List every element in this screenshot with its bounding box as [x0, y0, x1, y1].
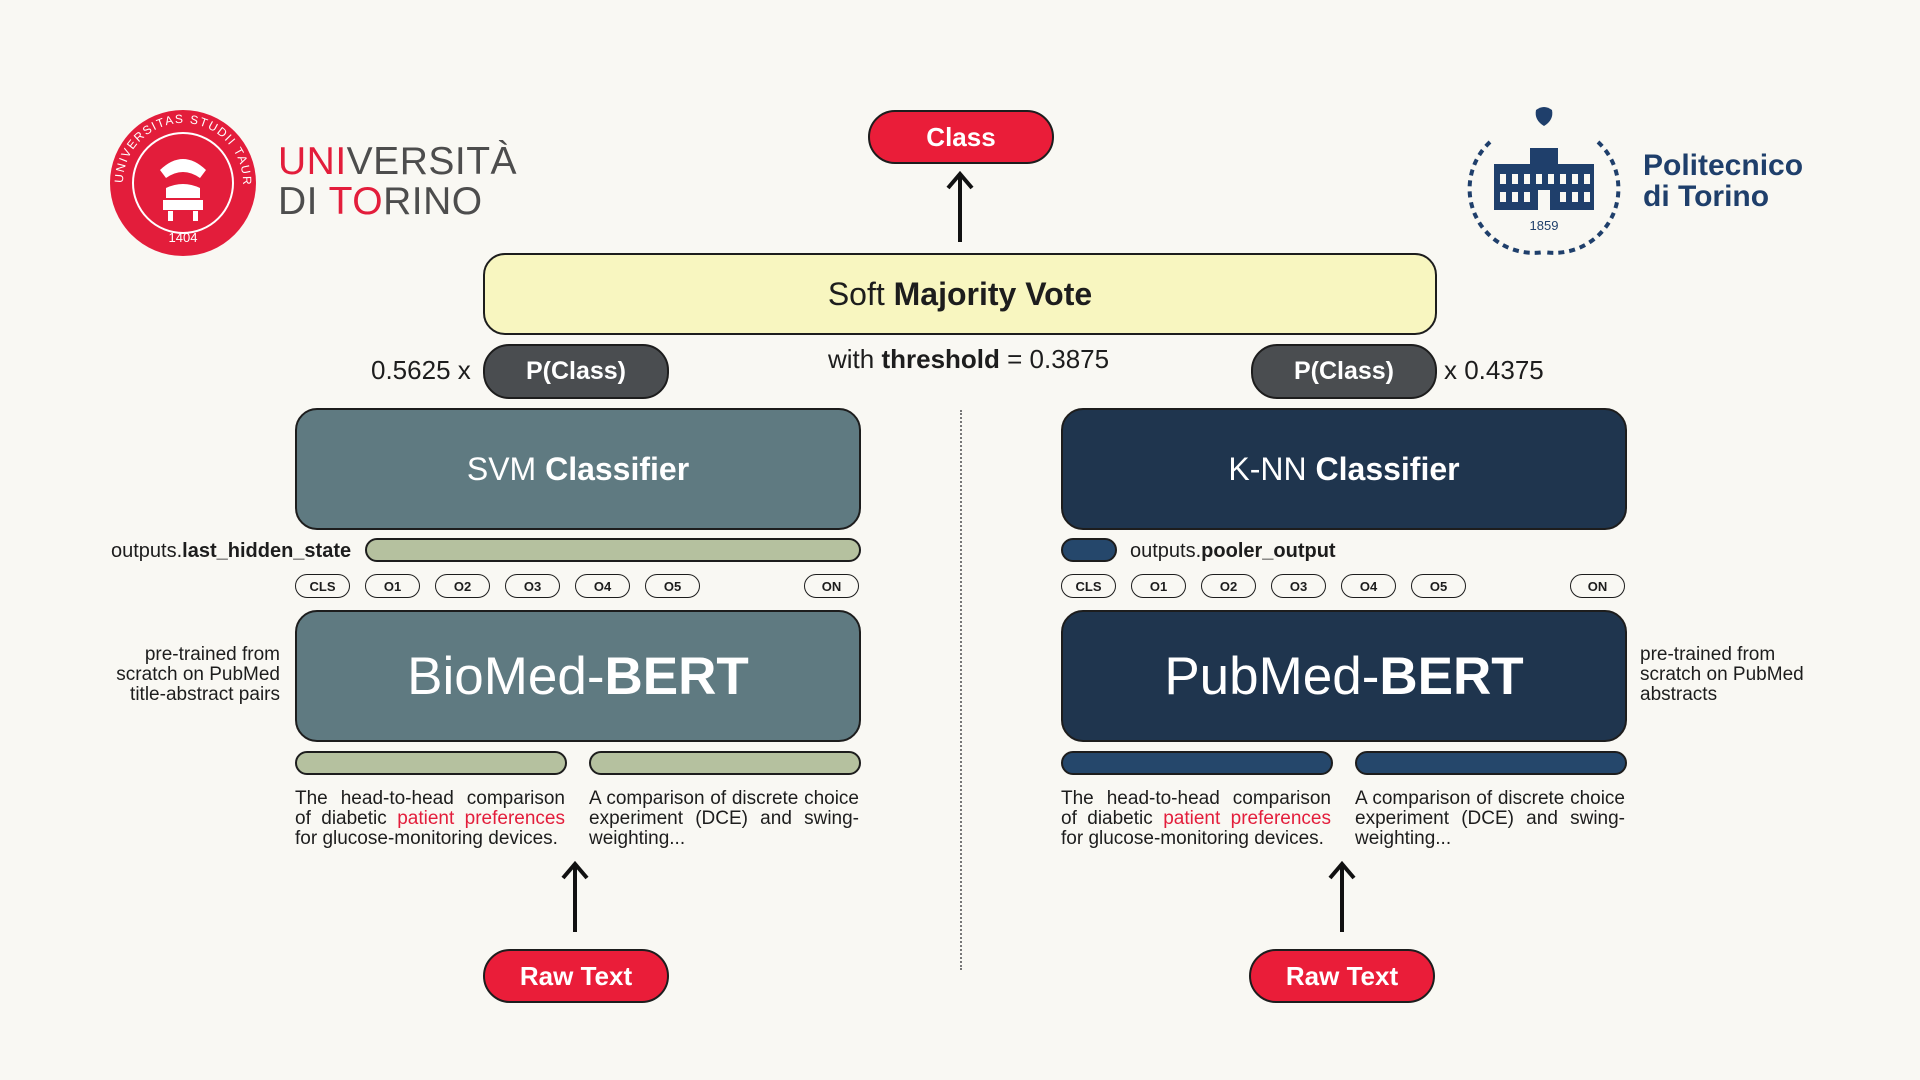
unito-seal-logo: UNIVERSITAS STUDII TAURINENSIS 1404 — [103, 97, 258, 258]
token-o1: O1 — [1131, 574, 1186, 598]
token-cls: CLS — [1061, 574, 1116, 598]
last-hidden-state-bar — [365, 538, 861, 562]
column-divider — [960, 410, 962, 970]
biomed-bert-box: BioMed-BERT — [295, 610, 861, 742]
input-bar-b — [1355, 751, 1627, 775]
arrow-raw-to-biomed — [555, 860, 595, 940]
unito-wordmark: UNIVERSITÀ DI TORINO — [278, 140, 518, 223]
knn-classifier-box: K-NN Classifier — [1061, 408, 1627, 530]
token-on: ON — [1570, 574, 1625, 598]
biomed-bert-note: pre-trained from scratch on PubMed title… — [116, 644, 280, 705]
token-o2: O2 — [435, 574, 490, 598]
token-cls: CLS — [295, 574, 350, 598]
token-o1: O1 — [365, 574, 420, 598]
svg-text:1404: 1404 — [169, 230, 198, 245]
input-text-b: A comparison of discrete choice experime… — [1355, 788, 1625, 849]
svg-text:1859: 1859 — [1530, 218, 1559, 233]
token-o3: O3 — [505, 574, 560, 598]
arrow-to-class — [940, 170, 980, 250]
polito-seal-logo: 1859 — [1460, 102, 1628, 270]
raw-text-pill-left: Raw Text — [483, 949, 669, 1003]
pooler-output-bar — [1061, 538, 1117, 562]
last-hidden-state-label: outputs.last_hidden_state — [111, 540, 352, 562]
input-text-a: The head-to-head comparison of diabetic … — [1061, 788, 1331, 849]
token-on: ON — [804, 574, 859, 598]
svm-probability-pill: P(Class) — [483, 344, 669, 399]
threshold-label: with threshold = 0.3875 — [828, 344, 1110, 374]
pubmed-bert-box: PubMed-BERT — [1061, 610, 1627, 742]
token-o5: O5 — [645, 574, 700, 598]
token-o5: O5 — [1411, 574, 1466, 598]
soft-majority-vote-box: Soft Majority Vote — [483, 253, 1437, 335]
knn-probability-pill: P(Class) — [1251, 344, 1437, 399]
raw-text-pill-right: Raw Text — [1249, 949, 1435, 1003]
token-o4: O4 — [575, 574, 630, 598]
knn-weight: x 0.4375 — [1444, 355, 1544, 385]
input-text-a: The head-to-head comparison of diabetic … — [295, 788, 565, 849]
pubmed-bert-note: pre-trained from scratch on PubMed abstr… — [1640, 644, 1804, 705]
input-text-b: A comparison of discrete choice experime… — [589, 788, 859, 849]
pooler-output-label: outputs.pooler_output — [1130, 540, 1336, 562]
arrow-raw-to-pubmed — [1322, 860, 1362, 940]
token-o3: O3 — [1271, 574, 1326, 598]
svm-weight: 0.5625 x — [371, 355, 471, 385]
token-o2: O2 — [1201, 574, 1256, 598]
token-o4: O4 — [1341, 574, 1396, 598]
class-output-pill: Class — [868, 110, 1054, 164]
svm-classifier-box: SVM Classifier — [295, 408, 861, 530]
input-bar-a — [295, 751, 567, 775]
input-bar-b — [589, 751, 861, 775]
input-bar-a — [1061, 751, 1333, 775]
polito-wordmark: Politecnico di Torino — [1643, 149, 1804, 213]
